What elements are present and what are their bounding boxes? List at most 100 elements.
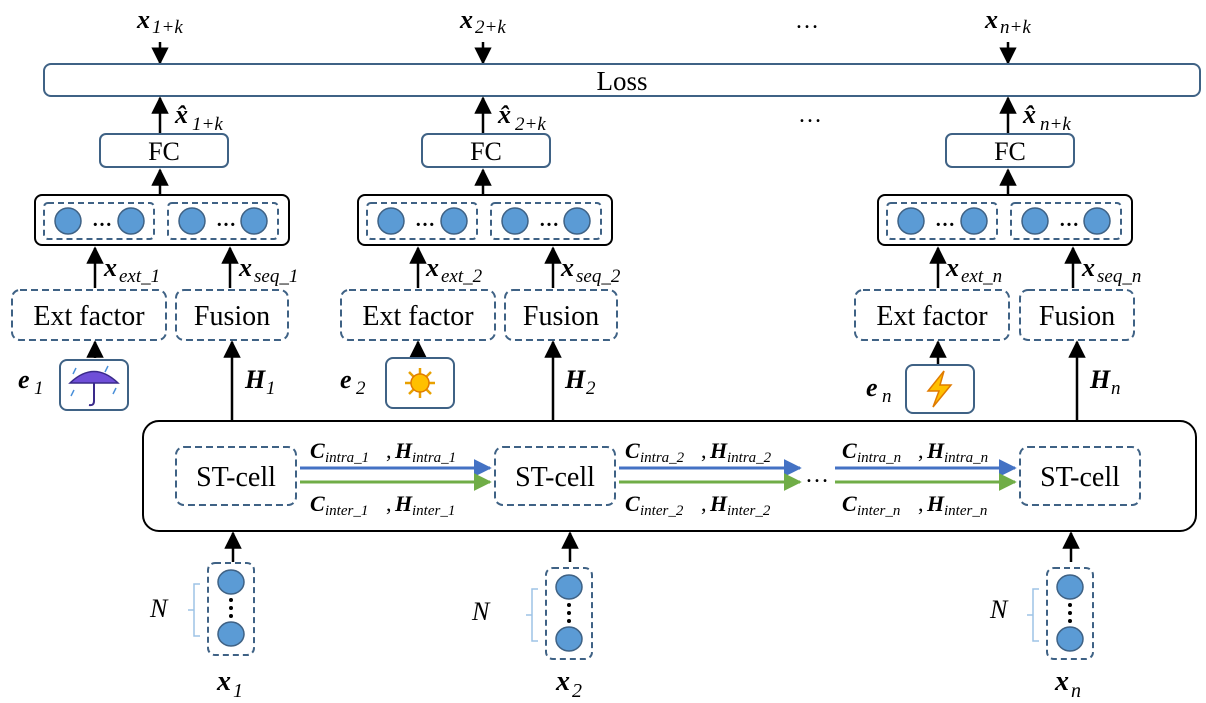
svg-text:H: H [564, 365, 586, 394]
node-ellipsis: … [539, 209, 559, 231]
st-cell-box-1 [175, 446, 297, 506]
svg-text:C: C [625, 438, 640, 463]
node-count-label-2: N [471, 597, 491, 626]
node-count-label-1: N [149, 594, 169, 623]
svg-text:x: x [555, 666, 570, 697]
svg-text:1: 1 [233, 680, 243, 702]
seq-feature-group [490, 202, 602, 240]
ext-factor-box-n [854, 289, 1010, 341]
svg-text:,: , [701, 438, 707, 463]
node [1083, 207, 1111, 235]
ext-feature-group [43, 202, 155, 240]
svg-text:1: 1 [266, 378, 276, 399]
svg-text:n+k: n+k [1000, 17, 1031, 38]
inter-state-label-1: C inter_1 , H inter_1 [310, 491, 455, 519]
svg-text:e: e [866, 373, 878, 402]
hidden-label-2: H 2 [564, 365, 596, 399]
svg-text:seq_n: seq_n [1097, 266, 1141, 287]
prediction-label-1: x̂ 1+k [174, 100, 223, 135]
node [240, 207, 268, 235]
node [440, 207, 468, 235]
node [897, 207, 925, 235]
node-count-bracket-n [1027, 588, 1039, 642]
ext-output-label-1: x ext_1 [103, 253, 160, 287]
svg-text:H: H [394, 438, 413, 463]
svg-text:e: e [18, 365, 30, 394]
sun-icon [385, 357, 455, 409]
svg-text:intra_n: intra_n [857, 450, 901, 466]
svg-text:inter_2: inter_2 [727, 503, 771, 519]
st-cell-box-2 [494, 446, 616, 506]
svg-text:x̂: x̂ [174, 100, 188, 129]
svg-text:ext_n: ext_n [961, 266, 1002, 287]
svg-text:H: H [709, 438, 728, 463]
intra-state-label-2: C intra_2 , H intra_2 [625, 438, 772, 466]
seq-output-label-1: x seq_1 [238, 253, 298, 287]
fusion-box-n [1019, 289, 1135, 341]
input-label-n: x n [1054, 666, 1081, 702]
node [377, 207, 405, 235]
svg-text:n: n [882, 386, 892, 407]
hidden-label-1: H 1 [244, 365, 276, 399]
svg-text:inter_1: inter_1 [325, 503, 368, 519]
svg-text:C: C [310, 491, 325, 516]
svg-text:H: H [244, 365, 266, 394]
svg-text:intra_2: intra_2 [727, 450, 772, 466]
svg-text:H: H [709, 491, 728, 516]
node [960, 207, 988, 235]
svg-text:intra_1: intra_1 [325, 450, 369, 466]
target-label-n: x n+k [984, 5, 1031, 38]
fc-label-2: FC [470, 137, 502, 166]
st-cell-box-n [1019, 446, 1141, 506]
node [117, 207, 145, 235]
svg-text:,: , [918, 491, 924, 516]
ext-output-label-n: x ext_n [945, 253, 1002, 287]
svg-text:inter_n: inter_n [857, 503, 900, 519]
node-ellipsis: … [92, 209, 112, 231]
svg-text:x: x [216, 666, 231, 697]
svg-text:2: 2 [572, 680, 582, 702]
svg-text:C: C [310, 438, 325, 463]
svg-text:n: n [1111, 378, 1121, 399]
target-label-1: x 1+k [136, 5, 183, 38]
svg-text:1+k: 1+k [192, 114, 223, 135]
hidden-label-n: H n [1089, 365, 1121, 399]
node [178, 207, 206, 235]
node-ellipsis: … [1059, 209, 1079, 231]
env-label-n: e n [866, 373, 892, 407]
svg-text:H: H [926, 491, 945, 516]
svg-text:intra_2: intra_2 [640, 450, 685, 466]
input-label-1: x 1 [216, 666, 243, 702]
svg-text:intra_n: intra_n [944, 450, 988, 466]
fc-box-n [945, 133, 1075, 168]
svg-text:x: x [136, 5, 150, 34]
svg-text:1+k: 1+k [152, 17, 183, 38]
svg-text:,: , [386, 491, 392, 516]
inter-state-label-n: C inter_n , H inter_n [842, 491, 987, 519]
ext-factor-label-n: Ext factor [876, 301, 988, 332]
svg-text:x: x [103, 253, 117, 282]
cell-ellipsis: … [805, 462, 829, 488]
ext-factor-label-1: Ext factor [33, 301, 145, 332]
svg-text:H: H [1089, 365, 1111, 394]
svg-text:x̂: x̂ [497, 100, 511, 129]
svg-text:H: H [926, 438, 945, 463]
node [501, 207, 529, 235]
svg-text:n+k: n+k [1040, 114, 1071, 135]
svg-text:C: C [625, 491, 640, 516]
concat-box-1: … … [34, 194, 290, 246]
svg-text:e: e [340, 365, 352, 394]
ext-factor-label-2: Ext factor [362, 301, 474, 332]
svg-text:inter_n: inter_n [944, 503, 987, 519]
fc-label-1: FC [148, 137, 180, 166]
concat-box-n: … … [877, 194, 1133, 246]
node [1056, 626, 1084, 652]
svg-text:x: x [560, 253, 574, 282]
seq-output-label-n: x seq_n [1081, 253, 1141, 287]
svg-text:n: n [1071, 680, 1081, 702]
svg-text:2+k: 2+k [475, 17, 506, 38]
svg-text:x: x [238, 253, 252, 282]
fusion-label-1: Fusion [194, 301, 270, 332]
svg-text:inter_2: inter_2 [640, 503, 684, 519]
